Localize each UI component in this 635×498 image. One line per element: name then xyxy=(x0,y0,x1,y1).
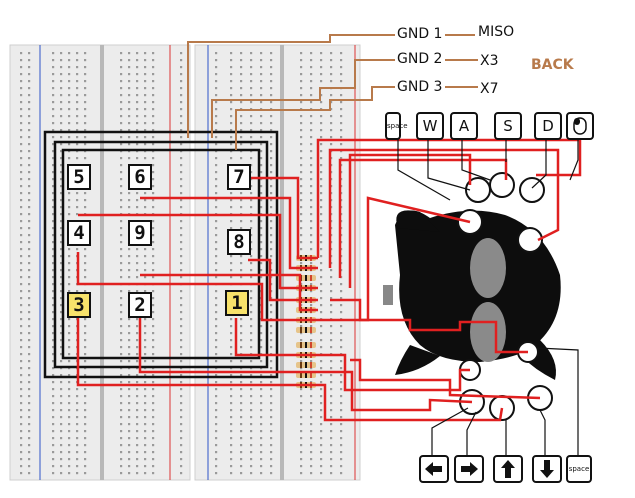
box-6: 6 xyxy=(128,164,152,190)
key-leader-lines xyxy=(397,138,579,455)
w-key: W xyxy=(416,112,444,140)
breadboard-left xyxy=(9,44,191,481)
frame-lines xyxy=(43,130,279,379)
space-key: space xyxy=(566,455,592,483)
miso-label: MISO xyxy=(478,24,515,40)
red-wires xyxy=(76,138,582,422)
right-arrow-icon xyxy=(454,455,484,483)
right-arrow-glyph xyxy=(461,462,478,476)
down-arrow-glyph xyxy=(540,460,554,478)
space-key-label: space xyxy=(568,465,590,473)
box-7: 7 xyxy=(227,164,251,190)
box-1: 1 xyxy=(225,290,249,316)
left-arrow-glyph xyxy=(425,462,442,476)
s-key: S xyxy=(494,112,522,140)
box-2: 2 xyxy=(128,292,152,318)
gnd-3-label: GND 3 xyxy=(397,79,443,95)
box-9: 9 xyxy=(128,220,152,246)
mouse-click-glyph xyxy=(573,117,587,135)
a-key: A xyxy=(450,112,478,140)
up-arrow-icon xyxy=(493,455,523,483)
space-key-top: space xyxy=(385,112,408,140)
gnd-1-label: GND 1 xyxy=(397,26,443,42)
gnd-wires xyxy=(187,34,478,150)
box-8: 8 xyxy=(227,229,251,255)
x7-label: X7 xyxy=(480,81,499,97)
down-arrow-icon xyxy=(532,455,562,483)
mouse-click-icon xyxy=(566,112,594,140)
box-3: 3 xyxy=(67,292,91,318)
x3-label: X3 xyxy=(480,53,499,69)
d-key: D xyxy=(534,112,562,140)
box-4: 4 xyxy=(67,220,91,246)
box-5: 5 xyxy=(67,164,91,190)
makey-board xyxy=(383,172,561,421)
left-arrow-icon xyxy=(419,455,449,483)
space-key-top-label: space xyxy=(387,122,408,130)
back-label: BACK xyxy=(531,57,574,73)
up-arrow-glyph xyxy=(501,460,515,478)
gnd-2-label: GND 2 xyxy=(397,51,443,67)
